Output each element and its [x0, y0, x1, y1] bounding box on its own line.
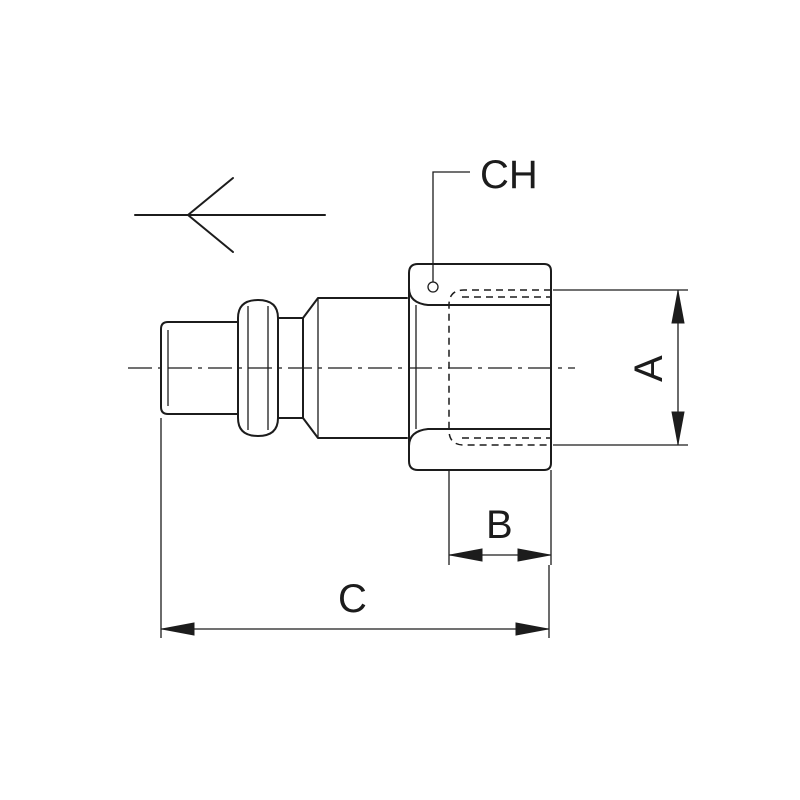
label-b: B: [486, 503, 513, 547]
plug-neck: [277, 317, 304, 419]
dimension-c: [160, 418, 550, 638]
dimension-a: [553, 289, 688, 446]
plug-nipple: [160, 321, 239, 415]
flow-direction-arrow-icon: [134, 177, 326, 253]
internal-thread-hidden-lines: [448, 289, 551, 446]
label-ch: CH: [480, 153, 538, 197]
hex-nut: [408, 263, 552, 471]
label-a: A: [627, 355, 671, 382]
label-c: C: [338, 577, 367, 621]
ch-leader: [432, 171, 470, 282]
plug-body: [302, 297, 408, 439]
ch-marker-icon: [427, 281, 439, 293]
dimension-b: [448, 470, 552, 565]
